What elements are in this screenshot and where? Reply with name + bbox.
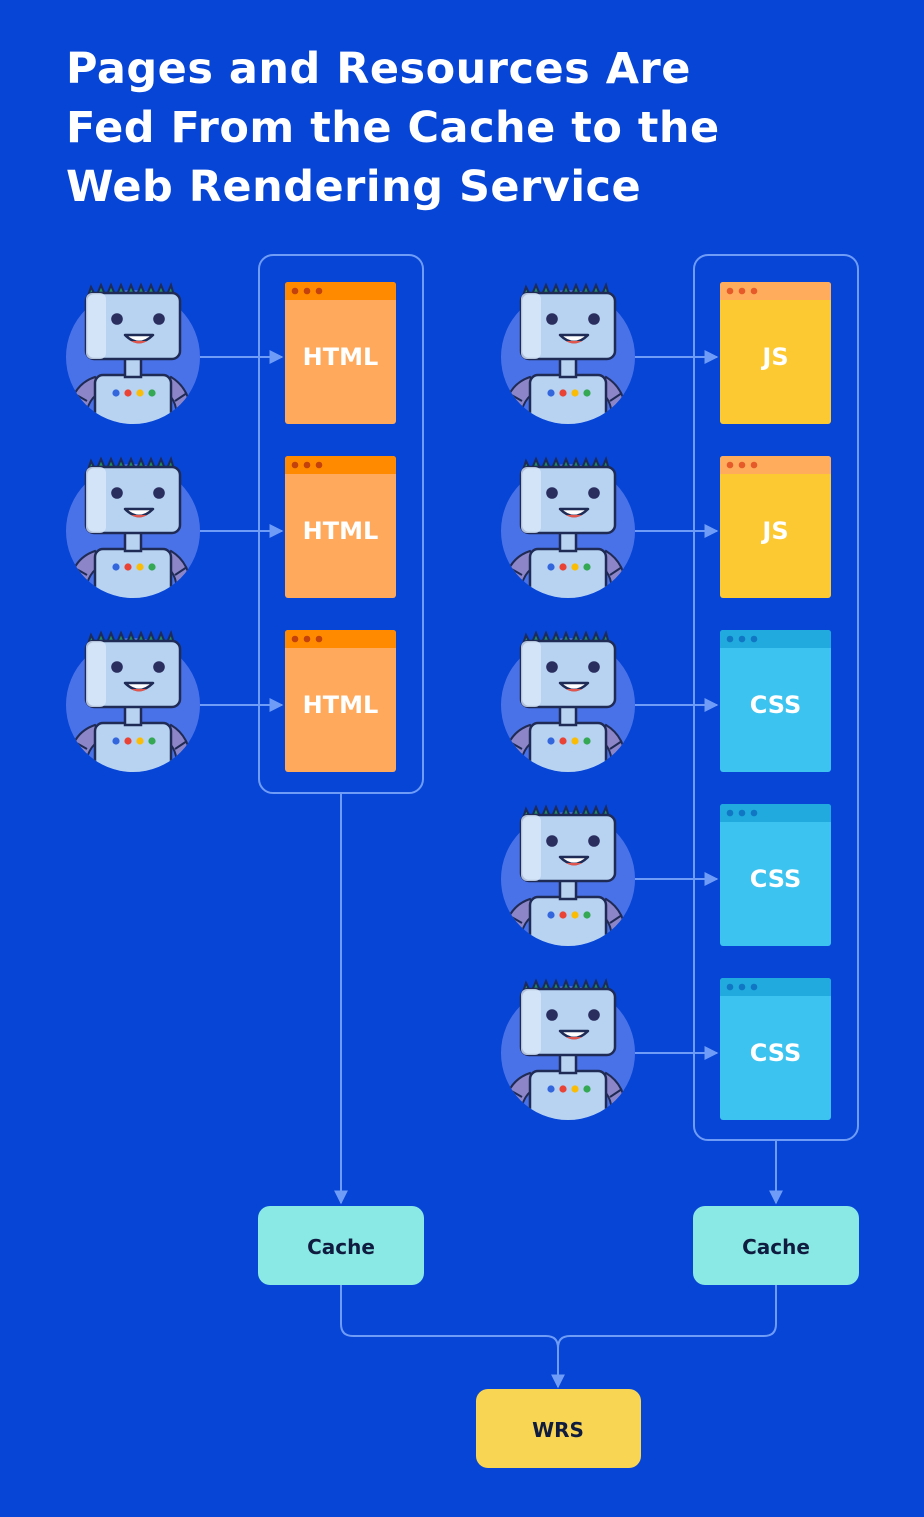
googlebot-robot-icon	[501, 285, 635, 445]
window-dot-icon	[303, 635, 311, 643]
document-card: HTML	[285, 456, 396, 598]
diagram-title: Pages and Resources Are Fed From the Cac…	[66, 40, 866, 217]
document-card: CSS	[720, 804, 831, 946]
window-dot-icon	[750, 983, 758, 991]
left-cache-label: Cache	[307, 1235, 375, 1259]
googlebot-robot-icon	[66, 633, 200, 793]
document-card: JS	[720, 282, 831, 424]
cache-to-wrs-connector	[557, 1285, 777, 1349]
window-dot-icon	[738, 809, 746, 817]
document-card: CSS	[720, 630, 831, 772]
window-dot-icon	[726, 287, 734, 295]
window-dot-icon	[738, 461, 746, 469]
resource-crawl-group: JS JS CSS CSS CSS	[501, 282, 831, 1141]
title-line: Web Rendering Service	[66, 162, 642, 212]
right-cache-node: Cache	[693, 1206, 859, 1285]
window-dot-icon	[726, 809, 734, 817]
window-dot-icon	[291, 287, 299, 295]
document-label: JS	[760, 517, 788, 545]
title-line: Fed From the Cache to the	[66, 103, 720, 153]
googlebot-robot-icon	[501, 981, 635, 1141]
title-line: Pages and Resources Are	[66, 44, 691, 94]
googlebot-robot-icon	[66, 459, 200, 619]
document-card: HTML	[285, 282, 396, 424]
document-label: HTML	[303, 691, 379, 719]
document-label: CSS	[750, 865, 802, 893]
connectors	[334, 793, 783, 1389]
window-dot-icon	[738, 635, 746, 643]
window-dot-icon	[303, 461, 311, 469]
googlebot-robot-icon	[66, 285, 200, 445]
left-cache-node: Cache	[258, 1206, 424, 1285]
document-card: JS	[720, 456, 831, 598]
window-dot-icon	[315, 461, 323, 469]
window-dot-icon	[291, 635, 299, 643]
document-label: CSS	[750, 691, 802, 719]
window-dot-icon	[291, 461, 299, 469]
document-card: CSS	[720, 978, 831, 1120]
window-dot-icon	[315, 635, 323, 643]
right-cache-label: Cache	[742, 1235, 810, 1259]
window-dot-icon	[726, 635, 734, 643]
window-dot-icon	[726, 461, 734, 469]
googlebot-robot-icon	[501, 459, 635, 619]
window-dot-icon	[738, 287, 746, 295]
window-dot-icon	[726, 983, 734, 991]
window-dot-icon	[750, 809, 758, 817]
window-dot-icon	[303, 287, 311, 295]
wrs-label: WRS	[532, 1418, 584, 1442]
cache-to-wrs-connector	[340, 1285, 565, 1389]
document-label: HTML	[303, 343, 379, 371]
document-label: JS	[760, 343, 788, 371]
wrs-node: WRS	[476, 1389, 641, 1468]
googlebot-robot-icon	[501, 633, 635, 793]
window-dot-icon	[750, 287, 758, 295]
window-dot-icon	[738, 983, 746, 991]
window-dot-icon	[750, 461, 758, 469]
window-dot-icon	[315, 287, 323, 295]
html-crawl-group: HTML HTML HTML	[66, 282, 396, 793]
document-label: HTML	[303, 517, 379, 545]
window-dot-icon	[750, 635, 758, 643]
document-label: CSS	[750, 1039, 802, 1067]
document-card: HTML	[285, 630, 396, 772]
googlebot-robot-icon	[501, 807, 635, 967]
